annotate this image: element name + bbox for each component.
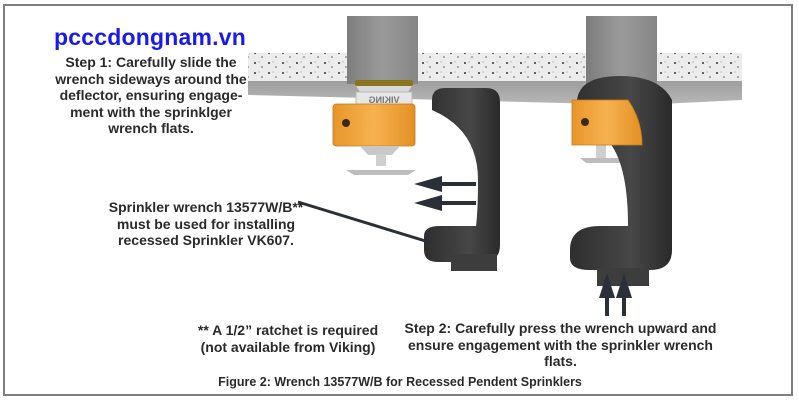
- wrench-note-line: Sprinkler wrench 13577W/B**: [108, 199, 304, 215]
- ratchet-note-line: ** A 1/2” ratchet is required: [197, 322, 379, 338]
- leader-line: [297, 200, 433, 245]
- step2-line: ensure engagement with the sprinkler wre…: [408, 336, 713, 353]
- step2-line: Step 2: Carefully press the wrench upwar…: [404, 320, 717, 336]
- arrows-up-icon: [599, 273, 632, 316]
- wrench-note-line: must be used for installing: [116, 215, 296, 232]
- right-escutcheon: [571, 99, 643, 146]
- ratchet-note: ** A 1/2” ratchet is required (not avail…: [188, 322, 388, 355]
- site-brand: pcccdongnam.vn: [54, 24, 246, 50]
- step1-line: deflector, ensuring engage-: [59, 87, 243, 103]
- step1-line: Step 1: Carefully slide the: [65, 54, 237, 70]
- viking-mark: VIKING: [368, 95, 399, 105]
- wrench-note: Sprinkler wrench 13577W/B** must be used…: [96, 199, 316, 249]
- ratchet-note-line: (not available from Viking): [200, 338, 376, 355]
- figure-caption: Figure 2: Wrench 13577W/B for Recessed P…: [218, 375, 582, 389]
- step1-line: ment with the sprinklger: [70, 103, 232, 120]
- step1-line: wrench flats.: [108, 120, 194, 136]
- step2-line: flats.: [544, 353, 577, 369]
- arrows-left-icon: [414, 176, 476, 211]
- wrench-step1: [424, 88, 500, 271]
- step1-instructions: Step 1: Carefully slide the wrench sidew…: [36, 54, 266, 137]
- left-sprinkler: VIKING: [332, 16, 418, 175]
- wrench-note-line: recessed Sprinkler VK607.: [118, 232, 294, 248]
- right-sprinkler: [580, 16, 657, 163]
- step1-line: wrench sideways around the: [55, 70, 247, 87]
- step2-instructions: Step 2: Carefully press the wrench upwar…: [403, 320, 718, 370]
